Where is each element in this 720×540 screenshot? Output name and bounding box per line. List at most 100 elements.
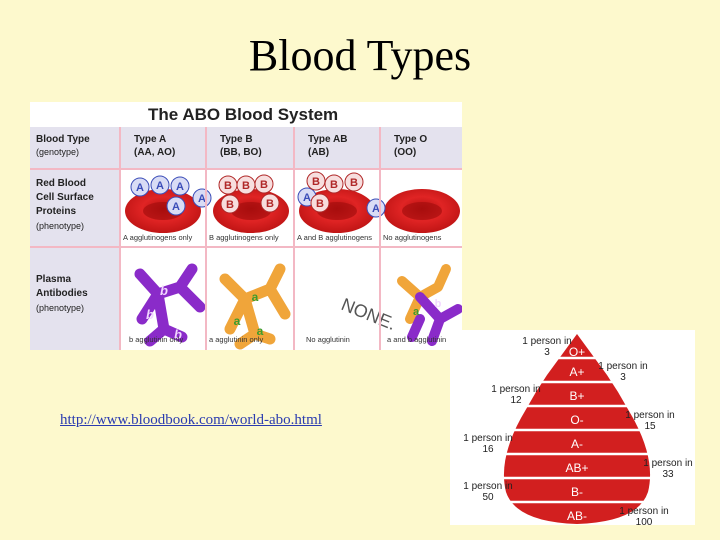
- antigen-letter: A: [172, 201, 180, 213]
- antigen-letter: A: [303, 192, 311, 204]
- a-antigen-icon: [170, 176, 190, 196]
- caption-type-a-agglutinin: b agglutinin only: [129, 335, 184, 344]
- frequency-note-b-neg: 1 person in 50: [463, 481, 513, 503]
- grid-divider: [30, 168, 462, 170]
- row-label-line: Antibodies: [36, 288, 88, 299]
- caption-type-b-agglutinogens: B agglutinogens only: [209, 233, 279, 242]
- antibody-letter: b: [435, 298, 442, 310]
- a-antigen-icon: [130, 177, 150, 197]
- red-blood-cell-type-o: [384, 189, 460, 233]
- b-antigen-icon: [310, 193, 330, 213]
- abo-chart-title: The ABO Blood System: [148, 105, 339, 124]
- caption-type-ab-agglutinogens: A and B agglutinogens: [297, 233, 373, 242]
- col-genotype: (AA, AO): [134, 147, 176, 158]
- grid-divider: [293, 127, 295, 350]
- blood-type-label: O-: [570, 413, 583, 427]
- antigen-letter: A: [156, 180, 164, 192]
- abo-chart: The ABO Blood System Blood Type (genotyp…: [30, 102, 462, 350]
- antigen-letter: A: [176, 181, 184, 193]
- b-antigen-icon: [260, 193, 280, 213]
- col-genotype: (BB, BO): [220, 147, 262, 158]
- col-genotype: (AB): [308, 147, 330, 158]
- frequency-note-ab-neg: 1 person in 100: [619, 506, 669, 528]
- antigen-letter: B: [226, 199, 234, 211]
- drop-graphic: O+ A+ B+ O- A- AB+ B- AB-: [503, 334, 651, 524]
- antibody-letter: a: [413, 306, 420, 318]
- antibody-letter: b: [160, 283, 168, 298]
- blood-type-label: AB-: [567, 509, 587, 523]
- b-antibody-icon: [134, 263, 206, 347]
- none-label: NONE.: [339, 294, 399, 334]
- frequency-note-a-pos: 1 person in 3: [598, 361, 648, 383]
- blood-type-label: B-: [571, 485, 583, 499]
- grid-divider: [379, 127, 381, 350]
- row-label-plasma-antibodies: Plasma Antibodies (phenotype): [30, 247, 120, 350]
- antigen-letter: B: [260, 179, 268, 191]
- abo-illustrations: A A A A A A A B B: [125, 171, 462, 350]
- abo-grid: Blood Type (genotype) Type A (AA, AO) Ty…: [30, 127, 462, 350]
- antigen-letter: A: [372, 203, 380, 215]
- row-label-line: Red Blood: [36, 178, 86, 189]
- header-type-a: Type A (AA, AO): [120, 127, 206, 169]
- frequency-note-o-neg: 1 person in 15: [625, 410, 675, 432]
- antigen-letter: B: [350, 177, 358, 189]
- caption-type-a-agglutinogens: A agglutinogens only: [123, 233, 193, 242]
- antigen-letter: B: [330, 179, 338, 191]
- blood-type-label: B+: [569, 389, 584, 403]
- b-antigen-icon: [344, 172, 364, 192]
- blood-type-label: AB+: [565, 461, 588, 475]
- caption-type-ab-agglutinin: No agglutinin: [306, 335, 350, 344]
- row-label-line: Cell Surface: [36, 192, 94, 203]
- antigen-letter: B: [224, 180, 232, 192]
- header-sub: (genotype): [36, 147, 80, 157]
- header-type-o: Type O (OO): [380, 127, 462, 169]
- blood-type-frequency-drop: O+ A+ B+ O- A- AB+ B- AB- 1 person in 3 …: [450, 330, 695, 528]
- slide-title: Blood Types: [248, 31, 472, 80]
- frequency-note-b-pos: 1 person in 12: [491, 384, 541, 406]
- antigen-letter: A: [198, 193, 206, 205]
- antigen-letter: B: [312, 176, 320, 188]
- ab-antibody-icon: [397, 264, 462, 346]
- row-label-line: Proteins: [36, 206, 77, 217]
- antibody-letter: a: [234, 314, 241, 328]
- header-type-b: Type B (BB, BO): [206, 127, 294, 169]
- row-label-surface-proteins: Red Blood Cell Surface Proteins (phenoty…: [30, 169, 120, 247]
- header-label: Blood Type: [36, 134, 90, 145]
- antibody-letter: a: [257, 324, 264, 338]
- blood-type-label: O+: [569, 345, 585, 359]
- antigen-letter: A: [136, 182, 144, 194]
- caption-type-o-agglutinogens: No agglutinogens: [383, 233, 442, 242]
- header-blood-type: Blood Type (genotype): [30, 127, 120, 169]
- antigen-letter: B: [242, 180, 250, 192]
- antibody-letter: b: [146, 307, 154, 322]
- b-antigen-icon: [324, 174, 344, 194]
- blood-type-label: A-: [571, 437, 583, 451]
- grid-divider: [119, 127, 121, 350]
- header-type-ab: Type AB (AB): [294, 127, 380, 169]
- b-antigen-icon: [220, 194, 240, 214]
- grid-divider: [205, 127, 207, 350]
- caption-type-o-agglutinin: a and b agglutinin: [387, 335, 447, 344]
- antigen-letter: B: [266, 198, 274, 210]
- frequency-note-o-pos: 1 person in 3: [522, 336, 572, 358]
- b-antigen-icon: [254, 174, 274, 194]
- antibody-letter: b: [174, 327, 182, 342]
- blood-type-label: A+: [569, 365, 584, 379]
- frequency-note-ab-pos: 1 person in 33: [643, 458, 693, 480]
- source-link[interactable]: http://www.bloodbook.com/world-abo.html: [60, 412, 322, 428]
- col-type: Type A: [134, 134, 167, 145]
- caption-type-b-agglutinin: a agglutinin only: [209, 335, 264, 344]
- row-label-sub: (phenotype): [36, 221, 85, 231]
- antibody-letter: a: [252, 290, 259, 304]
- a-antigen-icon: [166, 196, 186, 216]
- grid-divider: [30, 246, 462, 248]
- a-antigen-icon: [150, 175, 170, 195]
- row-label-sub: (phenotype): [36, 303, 85, 313]
- antigen-letter: B: [316, 198, 324, 210]
- col-type: Type O: [394, 134, 428, 145]
- col-type: Type AB: [308, 134, 348, 145]
- col-genotype: (OO): [394, 147, 417, 158]
- a-antibody-icon: [219, 263, 291, 350]
- col-type: Type B: [220, 134, 253, 145]
- frequency-note-a-neg: 1 person in 16: [463, 433, 513, 455]
